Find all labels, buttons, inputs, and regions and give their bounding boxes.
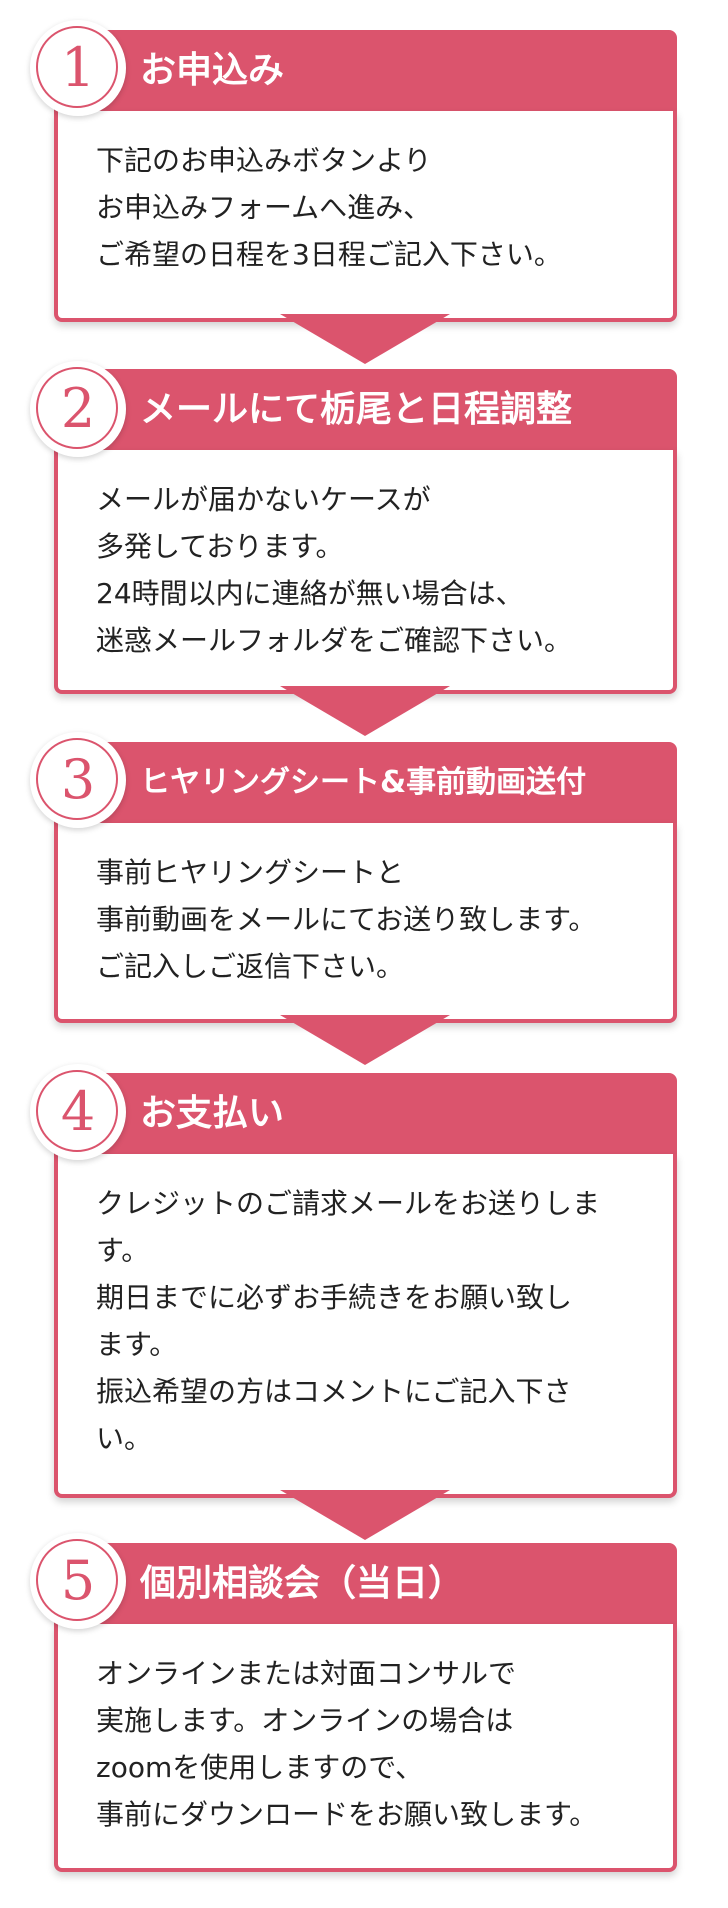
step-1-text: 下記のお申込みボタンより お申込みフォームへ進み、 ご希望の日程を3日程ご記入下… [96, 144, 562, 271]
step-2-title: メールにて栃尾と日程調整 [140, 389, 573, 430]
step-3-body: 事前ヒヤリングシートと 事前動画をメールにてお送り致します。 ご記入しご返信下さ… [54, 823, 677, 1023]
step-1-down-arrow-icon [280, 314, 450, 364]
step-1-title: お申込み [140, 50, 285, 91]
step-5-body: オンラインまたは対面コンサルで 実施します。オンラインの場合は zoomを使用し… [54, 1624, 677, 1872]
step-3-card: ヒヤリングシート&事前動画送付 事前ヒヤリングシートと 事前動画をメールにてお送… [54, 742, 677, 1023]
step-1-header: お申込み [54, 30, 677, 111]
step-2-number-badge: 2 [30, 361, 126, 457]
step-2-down-arrow-icon [280, 686, 450, 736]
step-4-header: お支払い [54, 1073, 677, 1154]
step-2-body: メールが届かないケースが 多発しております。 24時間以内に連絡が無い場合は、 … [54, 450, 677, 694]
step-4-down-arrow-icon [280, 1490, 450, 1540]
step-3-number-badge: 3 [30, 732, 126, 828]
step-1-number: 1 [60, 36, 96, 99]
step-4-number-badge: 4 [30, 1064, 126, 1160]
step-2-header: メールにて栃尾と日程調整 [54, 369, 677, 450]
step-5-card: 個別相談会（当日） オンラインまたは対面コンサルで 実施します。オンラインの場合… [54, 1543, 677, 1872]
step-4-body: クレジットのご請求メールをお送りしま す。 期日までに必ずお手続きをお願い致し … [54, 1154, 677, 1498]
badge-ring [36, 26, 118, 108]
step-2-number: 2 [60, 377, 96, 440]
step-2-card: メールにて栃尾と日程調整 メールが届かないケースが 多発しております。 24時間… [54, 369, 677, 694]
badge-ring [36, 738, 118, 820]
step-5-title: 個別相談会（当日） [140, 1563, 465, 1604]
step-4-card: お支払い クレジットのご請求メールをお送りしま す。 期日までに必ずお手続きをお… [54, 1073, 677, 1498]
step-5-text: オンラインまたは対面コンサルで 実施します。オンラインの場合は zoomを使用し… [96, 1657, 598, 1831]
step-4-number: 4 [60, 1080, 96, 1143]
step-3-text: 事前ヒヤリングシートと 事前動画をメールにてお送り致します。 ご記入しご返信下さ… [96, 856, 597, 983]
step-3-header: ヒヤリングシート&事前動画送付 [54, 742, 677, 823]
step-1-number-badge: 1 [30, 20, 126, 116]
step-4-text: クレジットのご請求メールをお送りしま す。 期日までに必ずお手続きをお願い致し … [96, 1187, 601, 1455]
step-1-body: 下記のお申込みボタンより お申込みフォームへ進み、 ご希望の日程を3日程ご記入下… [54, 111, 677, 322]
step-5-number: 5 [60, 1549, 96, 1612]
step-5-number-badge: 5 [30, 1533, 126, 1629]
step-2-text: メールが届かないケースが 多発しております。 24時間以内に連絡が無い場合は、 … [96, 483, 573, 657]
step-4-title: お支払い [140, 1093, 285, 1134]
badge-ring [36, 1539, 118, 1621]
step-3-down-arrow-icon [280, 1015, 450, 1065]
badge-ring [36, 367, 118, 449]
step-1-card: お申込み 下記のお申込みボタンより お申込みフォームへ進み、 ご希望の日程を3日… [54, 30, 677, 322]
step-5-header: 個別相談会（当日） [54, 1543, 677, 1624]
step-3-number: 3 [60, 748, 96, 811]
step-3-title: ヒヤリングシート&事前動画送付 [140, 765, 587, 800]
badge-ring [36, 1070, 118, 1152]
